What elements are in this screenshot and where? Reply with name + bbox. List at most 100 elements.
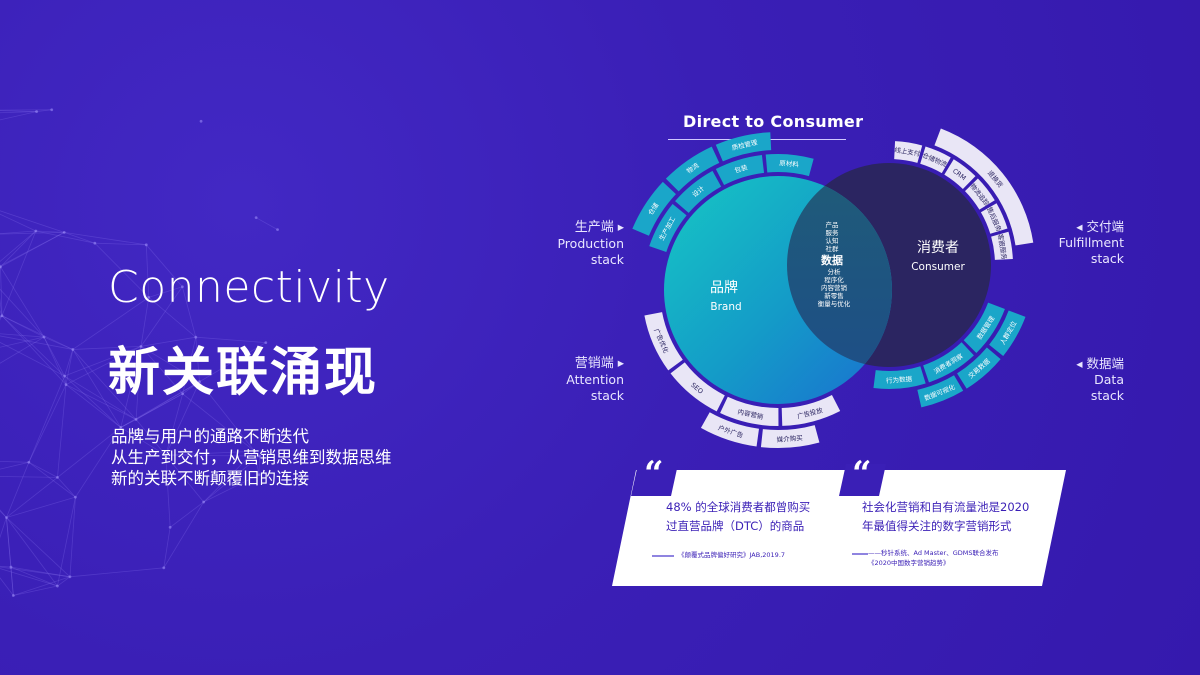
- network-line: [135, 346, 142, 420]
- network-line: [195, 337, 200, 382]
- network-line: [145, 244, 183, 288]
- network-node: [63, 374, 66, 378]
- production-stack-en2: stack: [590, 252, 624, 267]
- network-line: [6, 517, 14, 596]
- network-line: [163, 527, 171, 568]
- data-outer-segment: [917, 375, 964, 408]
- production-stack-label: 生产端 ▸ Production stack: [520, 219, 624, 268]
- network-node: [11, 594, 15, 597]
- network-node: [164, 453, 168, 457]
- network-node: [68, 575, 72, 579]
- network-node: [5, 516, 8, 519]
- network-line: [64, 375, 67, 385]
- network-node: [139, 344, 143, 348]
- network-node: [56, 476, 59, 479]
- network-node: [194, 335, 198, 339]
- network-line: [28, 461, 76, 498]
- network-line: [0, 210, 65, 233]
- network-line: [0, 577, 14, 596]
- network-node: [144, 243, 148, 247]
- network-line: [0, 461, 29, 470]
- network-line: [0, 476, 58, 478]
- description-line: 新的关联不断颠覆旧的连接: [111, 469, 309, 488]
- arrow-left-icon: ◂: [1076, 356, 1083, 371]
- fulfillment-stack-en2: stack: [1090, 251, 1124, 266]
- headline-chinese: 新关联涌现: [108, 343, 379, 403]
- network-line: [13, 576, 71, 596]
- data-outer-segment: [957, 347, 1001, 389]
- network-line: [65, 384, 122, 428]
- quote-1-source: 《颠覆式品牌偏好研究》JAB,2019.7: [678, 551, 786, 559]
- network-line: [64, 231, 147, 246]
- fulfillment-inner-segment: [980, 203, 1008, 234]
- network-line: [0, 509, 7, 518]
- network-line: [72, 297, 149, 350]
- center-item: 新零售: [824, 291, 844, 300]
- network-line: [0, 336, 45, 364]
- center-main-label: 数据: [821, 253, 843, 267]
- center-item: 服务: [826, 228, 840, 237]
- network-line: [28, 375, 65, 463]
- network-line: [0, 460, 29, 463]
- data-inner-segment: [963, 302, 1005, 353]
- network-line: [0, 288, 45, 338]
- fulfillment-stack-label: ◂ 交付端 Fulfillment stack: [1040, 219, 1124, 267]
- production-stack-en1: Production: [557, 236, 624, 251]
- network-line: [65, 346, 142, 385]
- network-node: [62, 230, 66, 234]
- network-line: [94, 242, 150, 298]
- description-line: 品牌与用户的通路不断迭代: [111, 427, 309, 446]
- network-line: [6, 517, 71, 578]
- network-line: [255, 217, 278, 230]
- network-line: [145, 244, 150, 298]
- attention-stack-en2: stack: [590, 388, 624, 403]
- description: 品牌与用户的通路不断迭代 从生产到交付，从营销思维到数据思维 新的关联不断颠覆旧…: [111, 426, 392, 489]
- quote-1-text: 48% 的全球消费者都曾购买 过直营品牌（DTC）的商品: [666, 498, 810, 536]
- fulfillment-inner-label: 线上支付: [894, 145, 922, 158]
- network-line: [165, 393, 184, 456]
- network-line: [64, 349, 74, 377]
- network-line: [94, 242, 147, 246]
- network-line: [140, 286, 183, 347]
- center-item: 产品: [826, 220, 839, 229]
- headline-english: Connectivity: [108, 262, 390, 313]
- network-line: [0, 517, 7, 539]
- network-line: [203, 455, 260, 503]
- network-node: [0, 265, 2, 269]
- network-line: [28, 384, 67, 463]
- network-line: [13, 585, 58, 596]
- network-line: [120, 393, 183, 428]
- network-line: [0, 333, 45, 338]
- network-node: [134, 418, 138, 421]
- description-line: 从生产到交付，从营销思维到数据思维: [111, 448, 392, 467]
- network-line: [254, 451, 260, 475]
- fulfillment-inner-segment: [944, 159, 976, 190]
- center-item: 衡量与优化: [818, 299, 851, 308]
- attention-inner-segment: [720, 396, 779, 426]
- production-inner-label: 包装: [733, 162, 749, 175]
- network-node: [202, 500, 206, 504]
- quote-1-source-line: [652, 555, 674, 557]
- network-line: [35, 230, 65, 233]
- network-line: [75, 427, 122, 498]
- network-line: [1, 315, 73, 350]
- network-line: [0, 230, 37, 268]
- network-line: [28, 461, 58, 478]
- network-line: [65, 384, 137, 420]
- network-line: [182, 337, 197, 394]
- network-line: [0, 231, 65, 235]
- network-line: [181, 286, 197, 338]
- quote-mark-icon: “: [644, 454, 664, 494]
- data-inner-segment: [873, 366, 926, 389]
- network-line: [72, 349, 122, 428]
- fulfillment-stack-zh: 交付端: [1086, 219, 1124, 234]
- network-line: [6, 462, 30, 518]
- network-line: [0, 230, 36, 235]
- arrow-left-icon: ◂: [1076, 219, 1083, 234]
- network-line: [140, 346, 183, 395]
- quote-2-text: 社会化营销和自有流量池是2020 年最值得关注的数字营销形式: [862, 498, 1029, 536]
- data-outer-segment: [989, 310, 1026, 356]
- quote-card-1-shape: [612, 464, 858, 586]
- network-line: [182, 381, 200, 395]
